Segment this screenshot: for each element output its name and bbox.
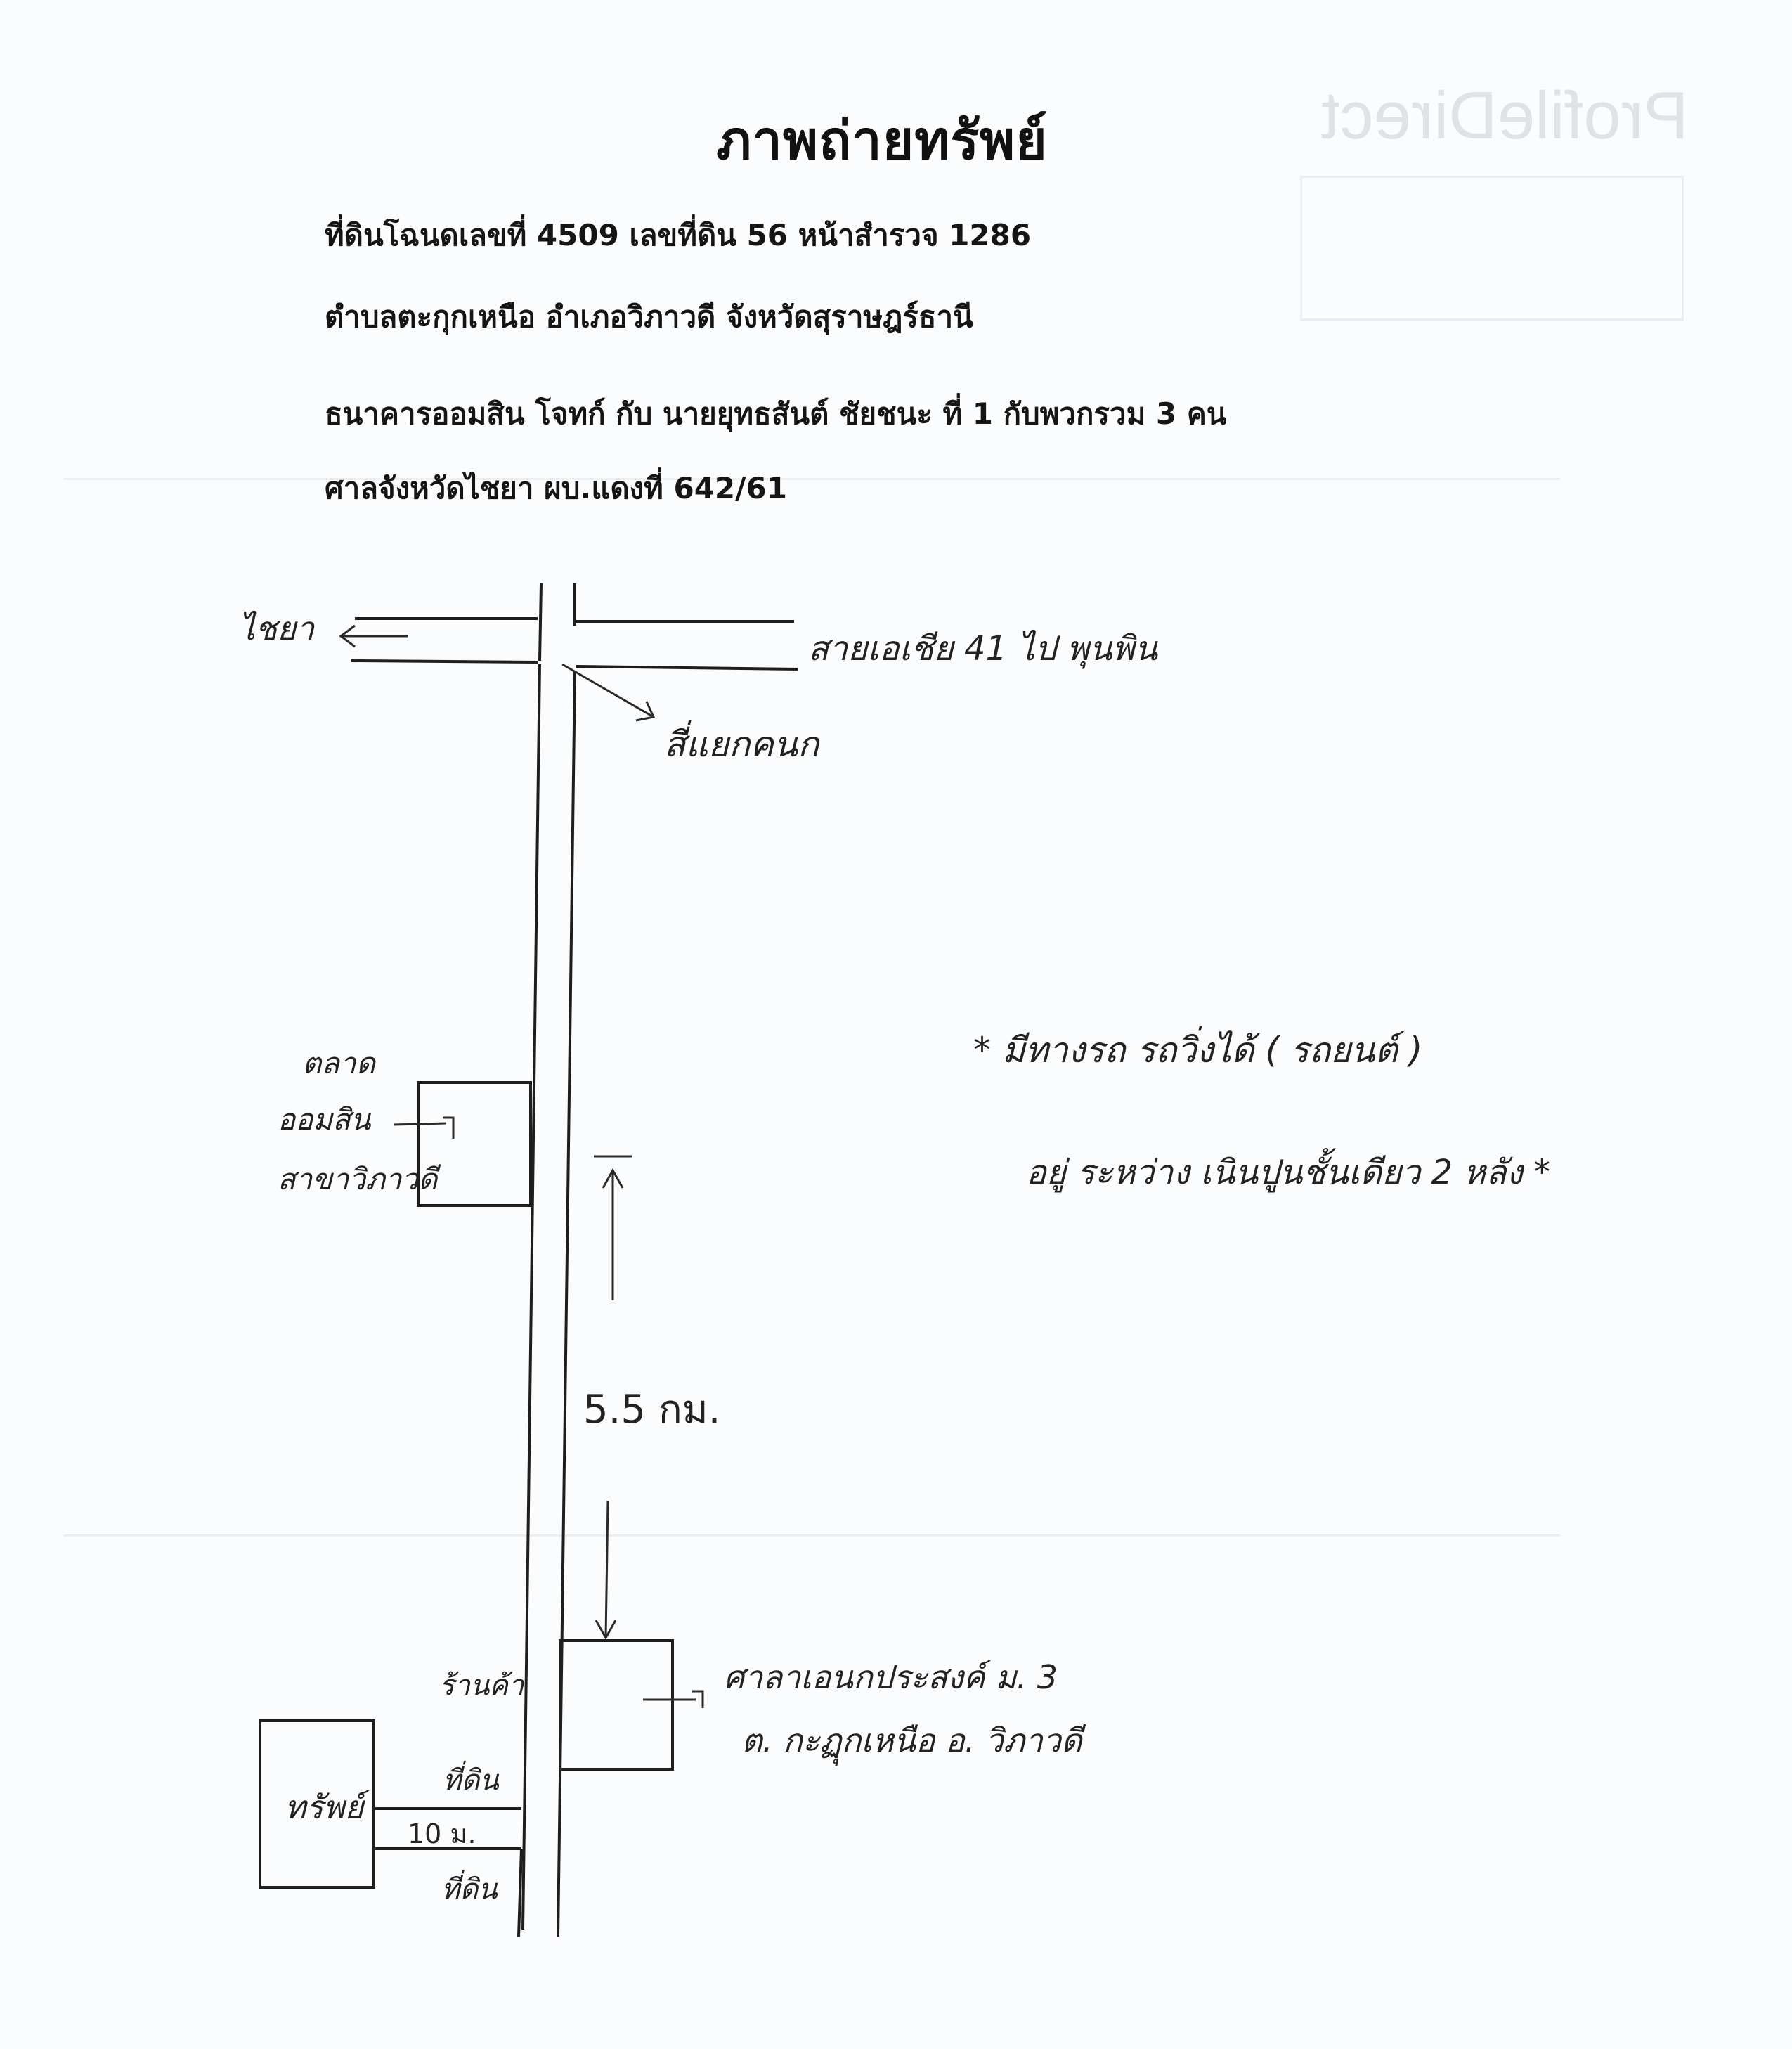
distance-arrow-up-head [602, 1168, 624, 1189]
label-bank-line-1: ตลาด [302, 1046, 375, 1080]
label-bank-line-3: สาขาวิภาวดี [278, 1162, 438, 1196]
distance-arrow-down-head [595, 1620, 617, 1641]
info-location: ตำบลตะกุกเหนือ อำเภอวิภาวดี จังหวัดสุราษ… [325, 299, 973, 334]
arrow-to-chaiya-head [339, 624, 356, 648]
bank-pointer [393, 1122, 447, 1126]
note-road-access: * มีทางรถ รถวิ่งได้ ( รถยนต์ ) [973, 1030, 1423, 1071]
highway-bottom-edge-right [576, 665, 798, 671]
label-lane-width: 10 ม. [408, 1818, 476, 1849]
pavilion-pointer-tick [692, 1690, 704, 1708]
bank-building [417, 1081, 532, 1207]
bleed-through-table [63, 478, 1560, 1537]
label-pavilion-line-1: ศาลาเอนกประสงค์ ม. 3 [724, 1658, 1058, 1696]
label-bank-line-2: ออมสิน [278, 1102, 371, 1137]
distance-arrow-down [604, 1500, 609, 1638]
page-title: ภาพถ่ายทรัพย์ [716, 109, 1048, 172]
highway-bottom-edge [351, 659, 538, 664]
label-land-top: ที่ดิน [443, 1764, 499, 1797]
label-chaiya: ไชยา [239, 609, 315, 647]
info-deed-number: ที่ดินโฉนดเลขที่ 4509 เลขที่ดิน 56 หน้าส… [325, 218, 1032, 252]
intersection-pointer [561, 663, 654, 718]
label-land-bottom: ที่ดิน [441, 1873, 498, 1906]
note-location: อยู่ ระหว่าง เนินปูนชั้นเดียว 2 หลัง * [1026, 1153, 1551, 1192]
info-parties: ธนาคารออมสิน โจทก์ กับ นายยุทธสันต์ ชัยช… [325, 396, 1227, 431]
access-lane-end [517, 1848, 523, 1937]
main-road-left-edge-lower [521, 664, 541, 1930]
intersection-pointer-head [635, 701, 656, 722]
property-parcel [259, 1719, 375, 1889]
label-intersection: สี่แยกคนก [664, 724, 819, 765]
label-distance: 5.5 กม. [583, 1387, 721, 1433]
bank-pointer-tick [443, 1116, 455, 1139]
label-property: ทรัพย์ [285, 1788, 364, 1826]
label-highway: สายเอเชีย 41 ไป พุนพิน [808, 629, 1158, 668]
pavilion-building [559, 1639, 674, 1771]
label-pavilion-line-2: ต. กะฏุกเหนือ อ. วิภาวดี [741, 1721, 1082, 1759]
label-shop: ร้านค้า [439, 1669, 524, 1702]
main-road-left-edge [538, 583, 543, 661]
bleed-through-panel [1300, 176, 1684, 321]
info-court-case: ศาลจังหวัดไชยา ผบ.แดงที่ 642/61 [325, 471, 787, 505]
